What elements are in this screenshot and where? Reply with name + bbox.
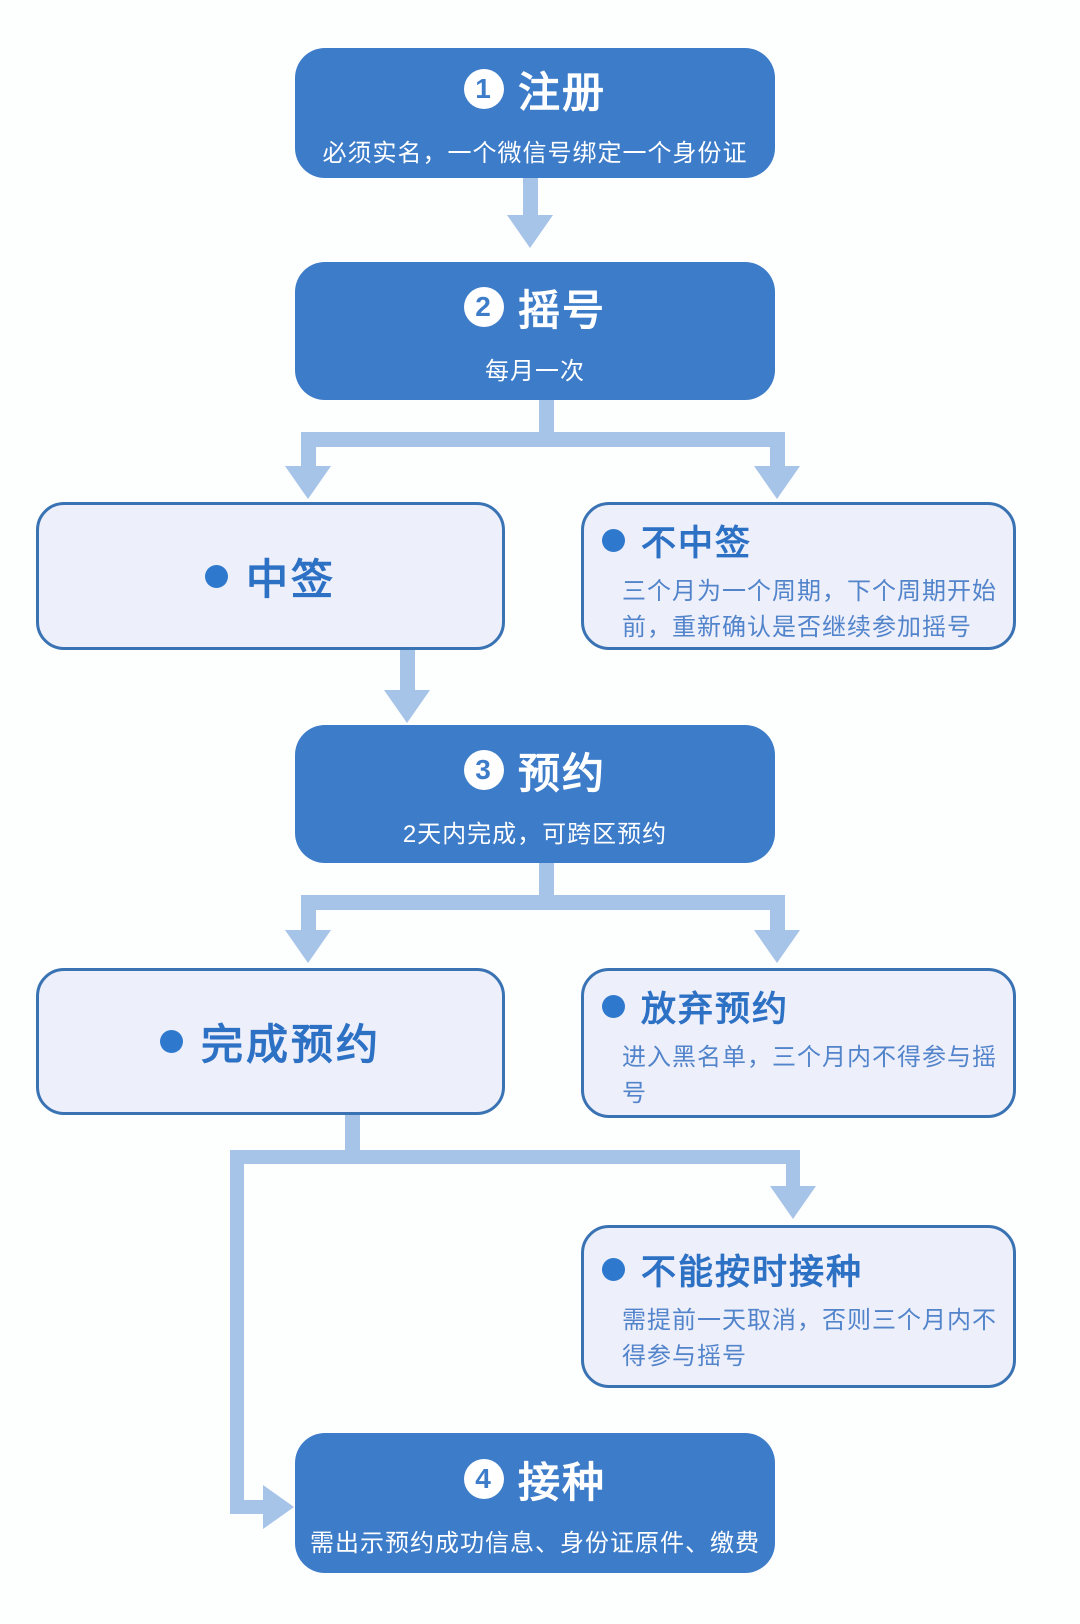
split1-right-drop <box>770 445 785 469</box>
step-4-subtitle: 需出示预约成功信息、身份证原件、缴费 <box>310 1529 760 1557</box>
split2-bar <box>301 895 785 910</box>
bullet-icon <box>602 529 625 552</box>
split1-left-drop <box>301 445 316 469</box>
branch3-stub <box>345 1115 360 1153</box>
step-2-title: 2 摇号 <box>463 277 606 338</box>
step-4-vaccinate-box: 4 接种 需出示预约成功信息、身份证原件、缴费 <box>295 1433 775 1573</box>
outcome-abandon-title: 放弃预约 <box>602 981 997 1032</box>
split1-stub <box>539 400 554 440</box>
split2-right-arrow-icon <box>754 930 800 963</box>
outcome-lose-body: 三个月为一个周期，下个周期开始前，重新确认是否继续参加摇号 <box>622 578 997 641</box>
step-4-number-icon: 4 <box>463 1459 504 1499</box>
step-2-subtitle: 每月一次 <box>485 357 585 385</box>
split2-left-arrow-icon <box>285 930 331 963</box>
outcome-complete-box: 完成预约 <box>36 968 505 1115</box>
step-4-title-text: 接种 <box>517 1458 606 1506</box>
branch3-left-vertical <box>230 1162 244 1514</box>
step-1-subtitle: 必须实名，一个微信号绑定一个身份证 <box>322 139 748 167</box>
outcome-abandon-body: 进入黑名单，三个月内不得参与摇号 <box>622 1044 997 1107</box>
outcome-miss-box: 不能按时接种 需提前一天取消，否则三个月内不得参与摇号 <box>581 1225 1016 1388</box>
arrow-step1-step2-shaft <box>523 178 538 218</box>
arrow-win-step3-head-icon <box>384 690 430 723</box>
outcome-complete-label: 完成预约 <box>200 1021 381 1068</box>
step-3-appointment-box: 3 预约 2天内完成，可跨区预约 <box>295 725 775 863</box>
outcome-win-box: 中签 <box>36 502 505 650</box>
step-3-title-text: 预约 <box>517 749 606 797</box>
step-2-number-icon: 2 <box>463 287 504 327</box>
arrow-win-step3-shaft <box>400 650 415 692</box>
step-4-title: 4 接种 <box>463 1449 606 1510</box>
step-3-number-icon: 3 <box>463 750 504 790</box>
outcome-abandon-label: 放弃预约 <box>641 990 790 1029</box>
branch3-left-horizontal <box>244 1500 264 1514</box>
bullet-icon <box>159 1030 183 1053</box>
bullet-icon <box>204 564 228 588</box>
step-1-number-icon: 1 <box>463 69 504 109</box>
step-2-lottery-box: 2 摇号 每月一次 <box>295 262 775 400</box>
split2-right-drop <box>770 908 785 932</box>
split2-stub <box>539 863 554 903</box>
split1-right-arrow-icon <box>754 466 800 499</box>
split2-left-drop <box>301 908 316 932</box>
bullet-icon <box>602 1258 625 1281</box>
branch3-bar <box>230 1150 800 1164</box>
bullet-icon <box>602 995 625 1018</box>
outcome-lose-title: 不中签 <box>602 515 997 566</box>
outcome-miss-title: 不能按时接种 <box>602 1244 997 1295</box>
step-3-subtitle: 2天内完成，可跨区预约 <box>402 820 668 848</box>
outcome-miss-body: 需提前一天取消，否则三个月内不得参与摇号 <box>622 1307 997 1370</box>
outcome-lose-label: 不中签 <box>641 524 753 563</box>
split1-left-arrow-icon <box>285 466 331 499</box>
step-1-title-text: 注册 <box>517 68 606 116</box>
split1-bar <box>301 432 785 447</box>
outcome-lose-box: 不中签 三个月为一个周期，下个周期开始前，重新确认是否继续参加摇号 <box>581 502 1016 650</box>
outcome-win-label: 中签 <box>245 555 336 603</box>
step-1-title: 1 注册 <box>463 59 606 120</box>
arrow-step1-step2-head-icon <box>507 215 553 248</box>
branch3-right-drop <box>786 1162 800 1188</box>
branch3-right-arrow-icon <box>770 1186 816 1219</box>
outcome-miss-label: 不能按时接种 <box>641 1253 864 1292</box>
step-2-title-text: 摇号 <box>517 286 606 334</box>
branch3-left-arrow-icon <box>263 1485 294 1529</box>
step-1-register-box: 1 注册 必须实名，一个微信号绑定一个身份证 <box>295 48 775 178</box>
outcome-abandon-box: 放弃预约 进入黑名单，三个月内不得参与摇号 <box>581 968 1016 1118</box>
step-3-title: 3 预约 <box>463 740 606 801</box>
